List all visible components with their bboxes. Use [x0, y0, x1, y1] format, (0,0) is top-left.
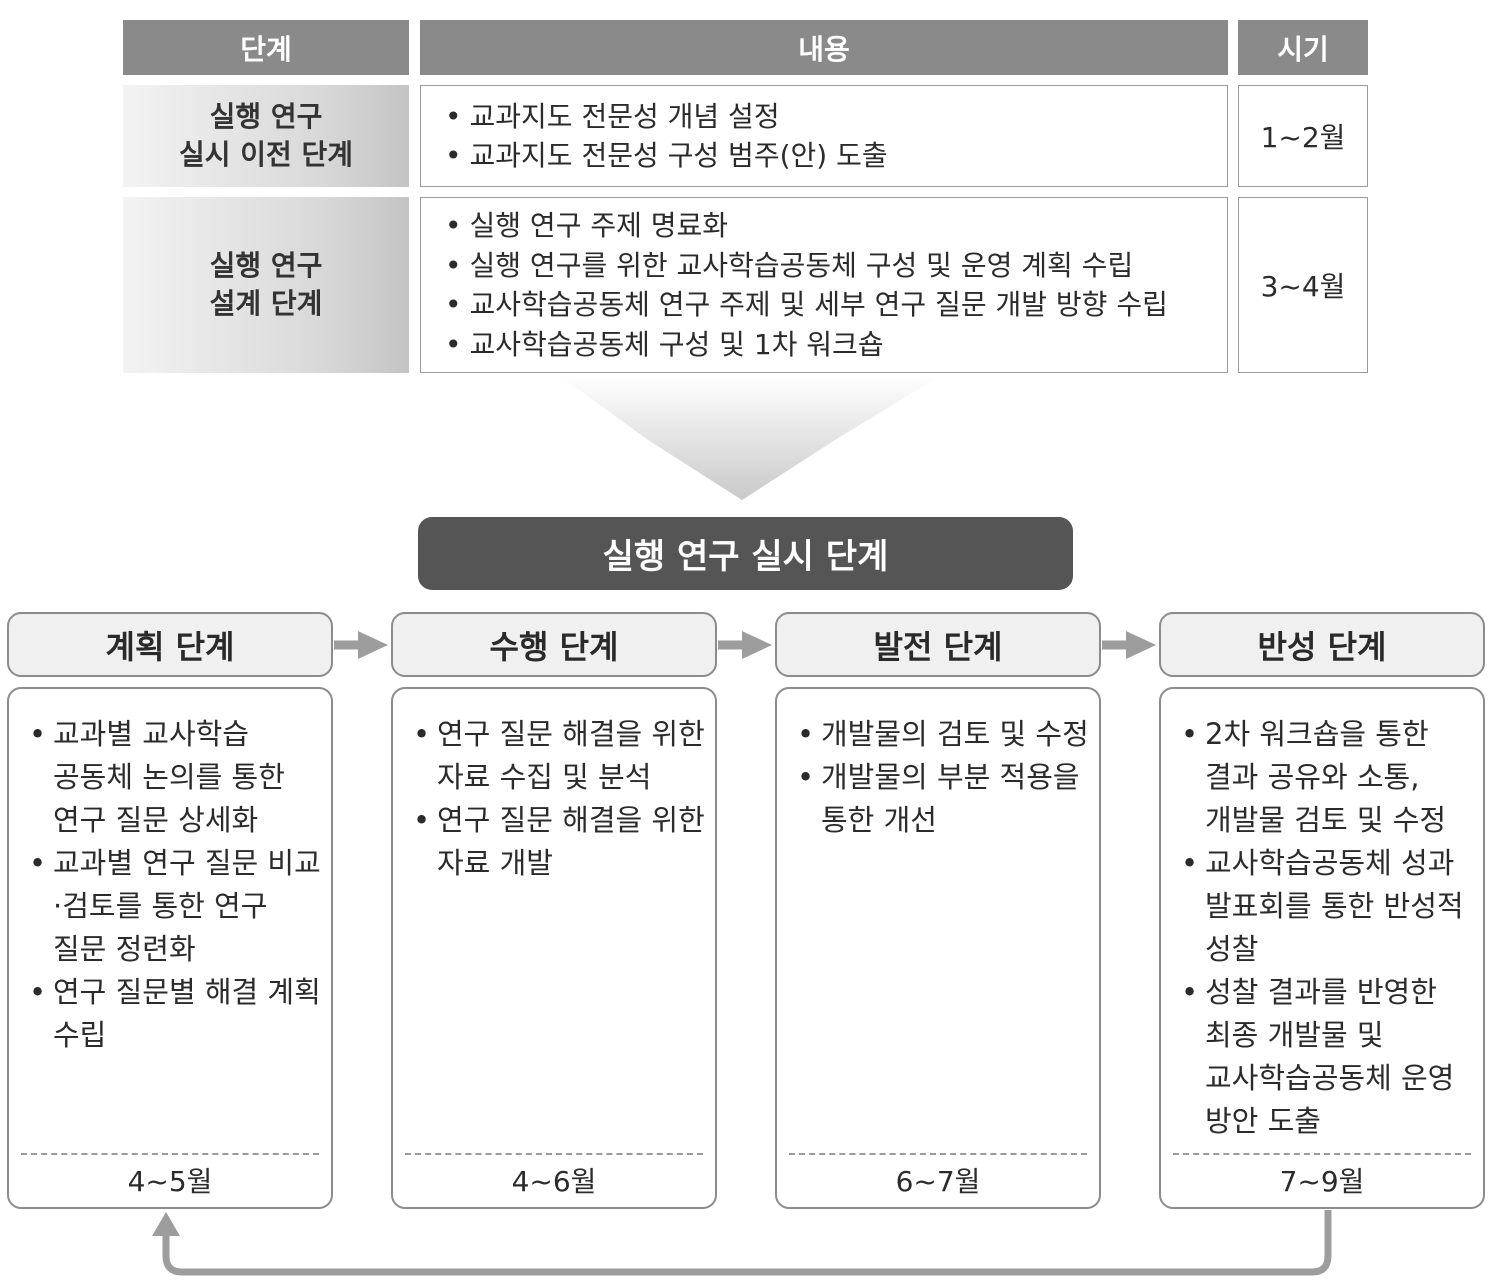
period-cell-pre: 1~2월 — [1238, 85, 1368, 187]
content-cell-design: 실행 연구 주제 명료화 실행 연구를 위한 교사학습공동체 구성 및 운영 계… — [420, 197, 1228, 373]
period-cell-design: 3~4월 — [1238, 197, 1368, 373]
header-period: 시기 — [1238, 20, 1368, 75]
list-item: 교과별 연구 질문 비교·검토를 통한 연구 질문 정련화 — [29, 842, 321, 971]
list-item: 교사학습공동체 연구 주제 및 세부 연구 질문 개발 방향 수립 — [445, 285, 1227, 325]
divider — [789, 1153, 1087, 1155]
list-item: 개발물의 부분 적용을 통한 개선 — [797, 756, 1089, 842]
phase-title-execute: 수행 단계 — [391, 612, 717, 677]
list-item: 교과지도 전문성 구성 범주(안) 도출 — [445, 136, 1227, 176]
list-item: 개발물의 검토 및 수정 — [797, 713, 1089, 756]
phase-title-plan: 계획 단계 — [7, 612, 333, 677]
phase-period: 7~9월 — [1279, 1165, 1365, 1198]
divider — [1173, 1153, 1471, 1155]
phase-box-execute: 연구 질문 해결을 위한 자료 수집 및 분석 연구 질문 해결을 위한 자료 … — [391, 687, 717, 1209]
feedback-loop-arrow — [162, 1210, 1332, 1276]
phase-box-develop: 개발물의 검토 및 수정 개발물의 부분 적용을 통한 개선 6~7월 — [775, 687, 1101, 1209]
stage-label: 실행 연구 설계 단계 — [209, 249, 323, 320]
header-stage: 단계 — [123, 20, 409, 75]
list-item: 연구 질문별 해결 계획 수립 — [29, 971, 321, 1057]
list-item: 교사학습공동체 구성 및 1차 워크숍 — [445, 325, 1227, 365]
phase-title-reflect: 반성 단계 — [1159, 612, 1485, 677]
phase-box-reflect: 2차 워크숍을 통한 결과 공유와 소통, 개발물 검토 및 수정 교사학습공동… — [1159, 687, 1485, 1209]
list-item: 교과지도 전문성 개념 설정 — [445, 97, 1227, 137]
phase-box-plan: 교과별 교사학습 공동체 논의를 통한 연구 질문 상세화 교과별 연구 질문 … — [7, 687, 333, 1209]
phase-list: 개발물의 검토 및 수정 개발물의 부분 적용을 통한 개선 — [797, 713, 1089, 842]
content-list: 실행 연구 주제 명료화 실행 연구를 위한 교사학습공동체 구성 및 운영 계… — [445, 206, 1227, 364]
list-item: 성찰 결과를 반영한 최종 개발물 및 교사학습공동체 운영 방안 도출 — [1181, 971, 1473, 1143]
phase-list: 2차 워크숍을 통한 결과 공유와 소통, 개발물 검토 및 수정 교사학습공동… — [1181, 713, 1473, 1143]
list-item: 연구 질문 해결을 위한 자료 수집 및 분석 — [413, 713, 705, 799]
header-content: 내용 — [420, 20, 1228, 75]
list-item: 연구 질문 해결을 위한 자료 개발 — [413, 799, 705, 885]
stage-label: 실행 연구 실시 이전 단계 — [178, 100, 354, 171]
flow-arrow-1 — [334, 631, 388, 659]
phase-period: 6~7월 — [895, 1165, 981, 1198]
phase-period: 4~5월 — [127, 1165, 213, 1198]
phase-period: 4~6월 — [511, 1165, 597, 1198]
down-arrow — [560, 376, 940, 500]
flow-arrow-3 — [1102, 631, 1156, 659]
list-item: 교사학습공동체 성과 발표회를 통한 반성적 성찰 — [1181, 842, 1473, 971]
list-item: 실행 연구 주제 명료화 — [445, 206, 1227, 246]
divider — [405, 1153, 703, 1155]
phase-list: 연구 질문 해결을 위한 자료 수집 및 분석 연구 질문 해결을 위한 자료 … — [413, 713, 705, 885]
list-item: 실행 연구를 위한 교사학습공동체 구성 및 운영 계획 수립 — [445, 246, 1227, 286]
flow-arrow-2 — [718, 631, 772, 659]
content-cell-pre: 교과지도 전문성 개념 설정 교과지도 전문성 구성 범주(안) 도출 — [420, 85, 1228, 187]
content-list: 교과지도 전문성 개념 설정 교과지도 전문성 구성 범주(안) 도출 — [445, 97, 1227, 176]
divider — [21, 1153, 319, 1155]
phase-list: 교과별 교사학습 공동체 논의를 통한 연구 질문 상세화 교과별 연구 질문 … — [29, 713, 321, 1057]
feedback-arrow-head — [152, 1212, 180, 1236]
implementation-banner: 실행 연구 실시 단계 — [418, 517, 1073, 590]
list-item: 2차 워크숍을 통한 결과 공유와 소통, 개발물 검토 및 수정 — [1181, 713, 1473, 842]
list-item: 교과별 교사학습 공동체 논의를 통한 연구 질문 상세화 — [29, 713, 321, 842]
stage-cell-pre: 실행 연구 실시 이전 단계 — [123, 85, 409, 187]
stage-cell-design: 실행 연구 설계 단계 — [123, 197, 409, 373]
phase-title-develop: 발전 단계 — [775, 612, 1101, 677]
